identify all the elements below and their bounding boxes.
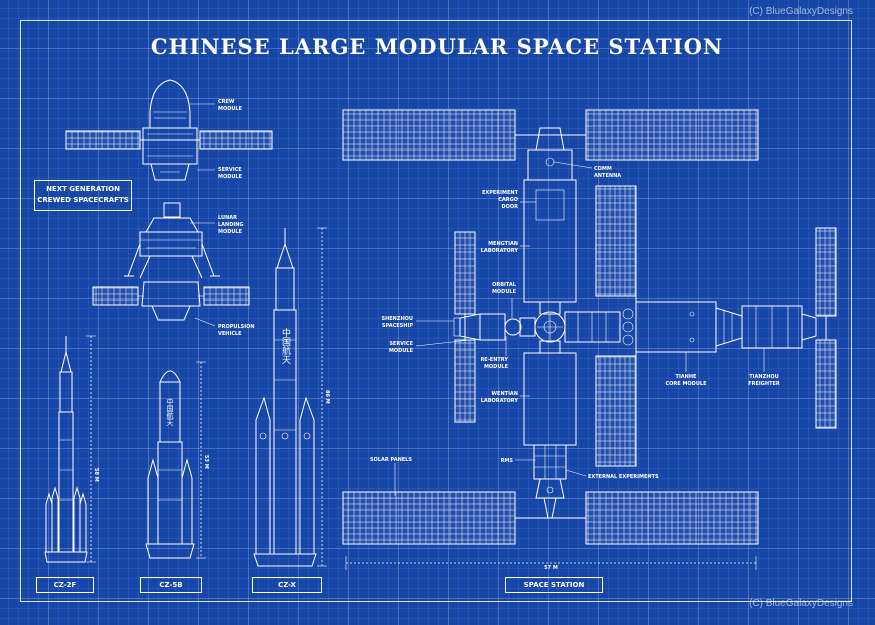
orbital-module-label-1: ORBITAL xyxy=(492,282,517,288)
watermark-bottom: (C) BlueGalaxyDesigns xyxy=(749,598,853,609)
crew-module-label-2: MODULE xyxy=(218,106,243,112)
core-node xyxy=(534,311,566,343)
wentian-label-1: WENTIAN xyxy=(492,391,518,397)
station-width: 57 M xyxy=(544,565,558,571)
station-solar-arrays xyxy=(342,109,837,545)
reentry-label-2: MODULE xyxy=(484,364,509,370)
rms-label: RMS xyxy=(501,458,514,464)
cz5b-height: 53 M xyxy=(203,455,209,469)
mengtian-label-2: LABORATORY xyxy=(481,248,519,254)
propulsion-vehicle-label-2: VEHICLE xyxy=(218,331,242,337)
mengtian-module xyxy=(523,127,577,315)
lander-callouts: LUNAR LANDING MODULE PROPULSION VEHICLE xyxy=(190,215,255,337)
mengtian-label-1: MENGTIAN xyxy=(488,241,518,247)
crew-spacecraft xyxy=(65,79,273,181)
blueprint-frame xyxy=(20,20,852,602)
tianhe-label-2: CORE MODULE xyxy=(666,381,708,387)
station-callouts: COMM ANTENNA EXPERIMENT CARGO DOOR MENGT… xyxy=(370,161,780,496)
cz5b-rocket: 中国航天 53 M xyxy=(145,361,209,559)
lunar-landing-label-3: MODULE xyxy=(218,229,243,235)
station-service-label-1: SERVICE xyxy=(389,341,413,347)
station-width-dimension: 57 M xyxy=(345,556,757,571)
cargo-door-label-3: DOOR xyxy=(501,204,518,210)
lunar-landing-label-2: LANDING xyxy=(218,222,244,228)
cz5b-marking: 中国航天 xyxy=(166,397,174,427)
tianhe-label-1: TIANHE xyxy=(676,374,698,380)
station-service-label-2: MODULE xyxy=(389,348,414,354)
page-title: CHINESE LARGE MODULAR SPACE STATION xyxy=(151,34,723,59)
shenzhou-docked xyxy=(453,313,536,341)
czx-label: CZ-X xyxy=(252,577,322,593)
tianzhou-label-1: TIANZHOU xyxy=(749,374,778,380)
crew-module-callout: CREW MODULE SERVICE MODULE xyxy=(190,99,243,180)
czx-rocket: 中国航天 86 M xyxy=(253,227,330,567)
shenzhou-label-1: SHENZHOU xyxy=(381,316,413,322)
tianzhou-label-2: FREIGHTER xyxy=(748,381,780,387)
cargo-door-label-1: EXPERIMENT xyxy=(482,190,519,196)
wentian-label-2: LABORATORY xyxy=(481,398,519,404)
crew-module-label-1: CREW xyxy=(218,99,235,105)
shenzhou-label-2: SPACESHIP xyxy=(382,323,413,329)
cz2f-label: CZ-2F xyxy=(36,577,94,593)
external-experiments-label: EXTERNAL EXPERIMENTS xyxy=(588,474,659,480)
comm-antenna-label-1: COMM xyxy=(594,166,612,172)
comm-antenna-label-2: ANTENNA xyxy=(594,173,621,179)
czx-marking: 中国航天 xyxy=(280,327,291,365)
tianzhou-module xyxy=(741,305,817,349)
watermark-top: (C) BlueGalaxyDesigns xyxy=(749,6,853,17)
wentian-module xyxy=(523,340,577,519)
cargo-door-label-2: CARGO xyxy=(498,197,518,203)
propulsion-vehicle-label-1: PROPULSION xyxy=(218,324,255,330)
czx-height: 86 M xyxy=(324,390,330,404)
cz2f-rocket: 58 M xyxy=(44,335,99,563)
lunar-lander xyxy=(92,202,250,321)
lunar-landing-label-1: LUNAR xyxy=(218,215,237,221)
next-generation-line1: NEXT GENERATION xyxy=(46,185,120,193)
reentry-label-1: RE-ENTRY xyxy=(480,357,508,363)
service-module-label-1: SERVICE xyxy=(218,167,242,173)
next-generation-line2: CREWED SPACECRAFTS xyxy=(37,196,129,204)
next-generation-label: NEXT GENERATION CREWED SPACECRAFTS xyxy=(34,180,132,211)
tianhe-module xyxy=(564,301,743,353)
cz2f-height: 58 M xyxy=(93,468,99,482)
service-module-label-2: MODULE xyxy=(218,174,243,180)
cz5b-label: CZ-5B xyxy=(140,577,202,593)
orbital-module-label-2: MODULE xyxy=(492,289,517,295)
solar-panels-label: SOLAR PANELS xyxy=(370,457,412,463)
space-station-label: SPACE STATION xyxy=(505,577,603,593)
